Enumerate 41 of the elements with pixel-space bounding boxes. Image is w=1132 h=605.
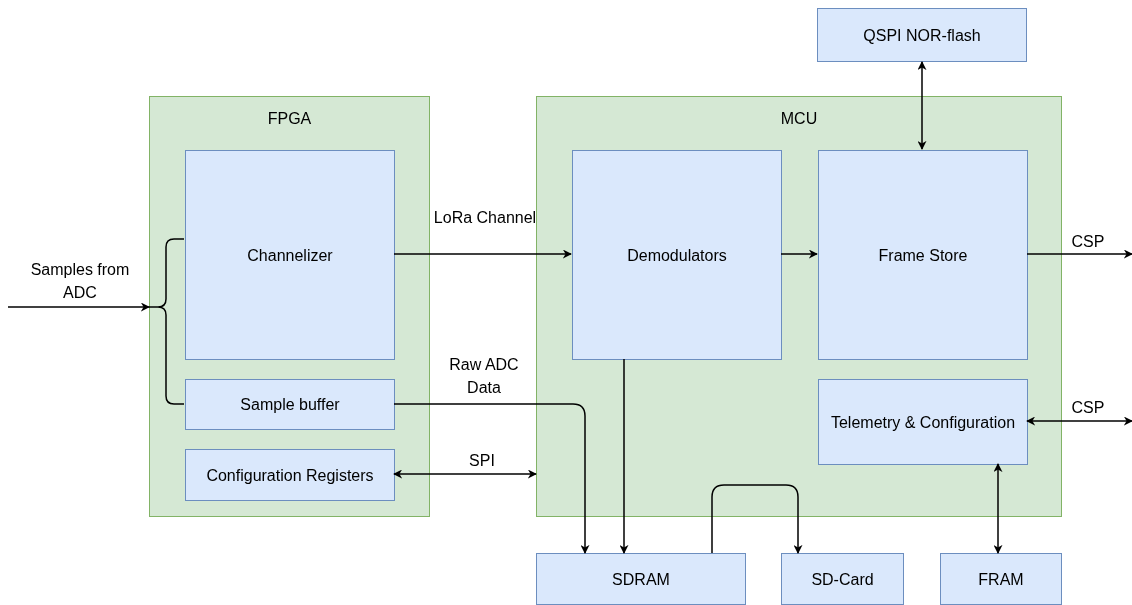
box-label: SD-Card — [810, 569, 875, 590]
box-label: Configuration Registers — [205, 465, 375, 486]
box-label: Sample buffer — [239, 395, 341, 415]
process-box — [940, 553, 1062, 605]
arrow — [619, 358, 629, 554]
arrow — [393, 249, 572, 259]
arrow — [993, 463, 1003, 554]
group-box — [536, 96, 1062, 517]
process-box — [781, 553, 904, 605]
process-box — [818, 150, 1028, 360]
arrow — [711, 484, 803, 554]
arrow — [7, 302, 150, 312]
edge-label: Samples from ADC — [29, 260, 131, 303]
edge-label: SPI — [468, 451, 496, 471]
process-box — [185, 150, 395, 360]
box-label: QSPI NOR-flash — [862, 25, 982, 46]
box-label: Frame Store — [877, 245, 969, 266]
edge-label: CSP — [1070, 232, 1106, 252]
edge-label: Raw ADC Data — [448, 355, 520, 398]
box-label: FRAM — [977, 569, 1025, 590]
process-box — [572, 150, 782, 360]
group-box — [149, 96, 430, 517]
edge-label: LoRa Channel — [432, 208, 538, 228]
process-box — [536, 553, 746, 605]
arrow — [1026, 416, 1132, 426]
arrow — [393, 403, 590, 554]
process-box — [818, 379, 1028, 465]
process-box — [185, 449, 395, 501]
box-label: SDRAM — [611, 569, 671, 590]
box-label: Demodulators — [626, 245, 728, 266]
group-title: FPGA — [266, 109, 313, 129]
process-box — [817, 8, 1027, 62]
box-label: Channelizer — [246, 245, 334, 266]
process-box — [185, 379, 395, 430]
arrow — [1026, 249, 1132, 259]
arrow — [393, 469, 537, 479]
arrow — [780, 249, 818, 259]
arrow — [917, 61, 927, 150]
box-label: Telemetry & Configuration — [829, 412, 1017, 433]
edge-label: CSP — [1070, 398, 1106, 418]
group-title: MCU — [779, 109, 819, 129]
